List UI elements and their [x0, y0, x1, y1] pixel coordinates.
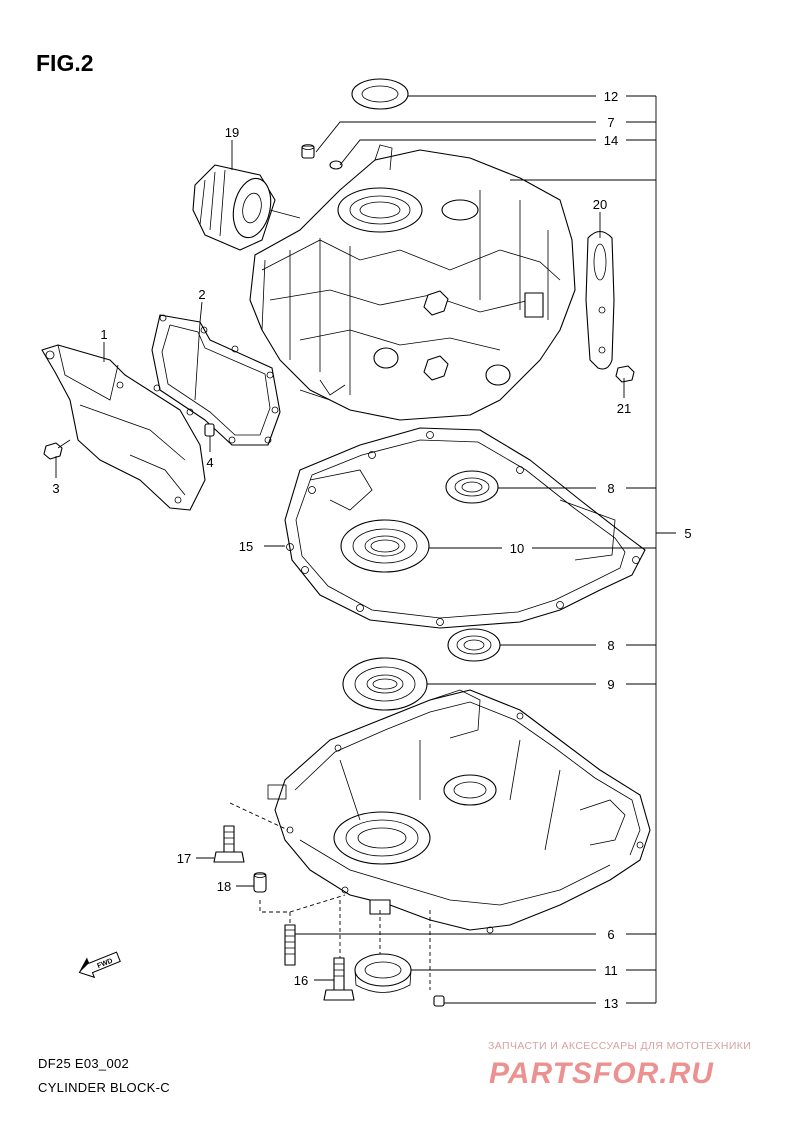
- callout-10: 10: [510, 541, 524, 556]
- callout-5: 5: [684, 526, 691, 541]
- footer-model-code: DF25 E03_002: [38, 1056, 130, 1071]
- callout-13: 13: [604, 996, 618, 1011]
- callout-21: 21: [617, 401, 631, 416]
- callout-20: 20: [593, 197, 607, 212]
- callout-3: 3: [52, 481, 59, 496]
- callout-11: 11: [604, 963, 618, 978]
- callout-2: 2: [198, 287, 205, 302]
- forward-arrow-icon: FWD: [78, 951, 121, 979]
- watermark-logo: PARTSFOR.RU: [489, 1057, 714, 1089]
- plug-13: [433, 995, 445, 1007]
- oil-seal-12: [351, 78, 409, 110]
- watermark-logo-text: PARTSFOR.RU: [489, 1057, 714, 1089]
- footer-section-name: CYLINDER BLOCK-C: [38, 1080, 170, 1095]
- cylinder-block: [249, 144, 576, 421]
- oil-filter-19: [192, 164, 301, 251]
- callout-9: 9: [607, 677, 614, 692]
- cover-gasket-2: [151, 314, 281, 446]
- side-cover-1: [41, 344, 206, 511]
- plug-14: [329, 160, 343, 170]
- bolt-3: [43, 439, 71, 460]
- bearing-8-lower: [447, 628, 501, 662]
- bearing-9: [342, 657, 428, 711]
- callout-7: 7: [607, 115, 614, 130]
- bearing-10: [340, 519, 430, 573]
- watermark-tagline: ЗАПЧАСТИ И АКСЕССУАРЫ ДЛЯ МОТОТЕХНИКИ: [488, 1040, 752, 1052]
- callout-16: 16: [294, 973, 308, 988]
- oil-seal-11: [354, 953, 412, 993]
- crankcase-gasket-15: [284, 427, 646, 629]
- callout-4: 4: [206, 455, 213, 470]
- callout-1: 1: [100, 327, 107, 342]
- callout-15: 15: [239, 539, 253, 554]
- bolt-21: [615, 365, 635, 383]
- dowel-18: [253, 872, 267, 893]
- crankcase-6: [267, 689, 651, 934]
- callout-8-lower: 8: [607, 638, 614, 653]
- callout-14: 14: [604, 133, 618, 148]
- callout-17: 17: [177, 851, 191, 866]
- callout-8-upper: 8: [607, 481, 614, 496]
- bolt-16: [323, 957, 355, 1001]
- lifting-bracket-20: [585, 230, 615, 370]
- bearing-8-upper: [445, 470, 499, 504]
- stud-bolt: [284, 924, 296, 966]
- callout-18: 18: [217, 879, 231, 894]
- callout-6: 6: [607, 927, 614, 942]
- callout-12: 12: [604, 89, 618, 104]
- pin-4: [204, 423, 215, 437]
- figure-title: FIG.2: [36, 50, 94, 76]
- bolt-17: [213, 825, 245, 863]
- callout-19: 19: [225, 125, 239, 140]
- pin-7: [301, 144, 315, 159]
